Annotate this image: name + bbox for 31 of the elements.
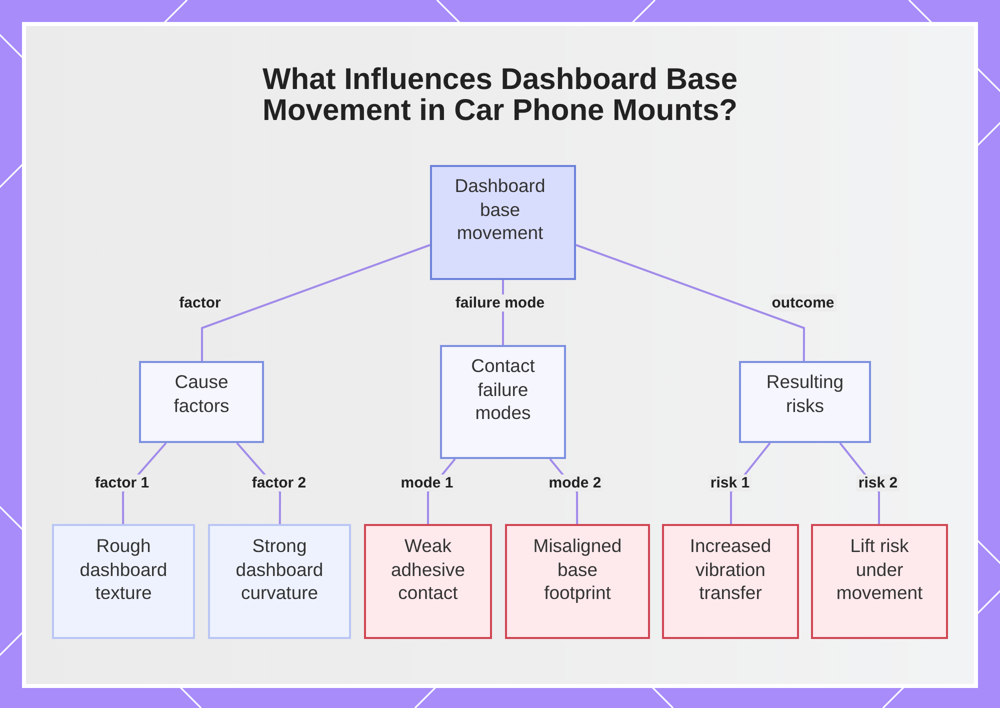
node-text: Strong dashboard curvature — [234, 534, 324, 604]
node-text: Misaligned base footprint — [532, 534, 623, 604]
node-text: Increased vibration transfer — [688, 534, 772, 604]
node-text: Contact failure modes — [470, 354, 536, 424]
node-text: Rough dashboard texture — [78, 534, 168, 604]
topic-box — [430, 165, 576, 280]
category-box — [139, 361, 264, 443]
connector-line — [201, 244, 430, 361]
title: What Influences Dashboard Base Movement in Car Phone Mounts? — [261, 64, 739, 126]
connector-line — [576, 244, 805, 361]
factor-box — [52, 524, 195, 639]
edge-label: outcome — [770, 294, 836, 312]
risk-box — [811, 524, 948, 639]
edge-label: risk 2 — [856, 474, 900, 492]
edge-label: mode 2 — [546, 474, 604, 492]
node-text: Dashboard base movement — [454, 174, 546, 244]
category-box — [440, 345, 566, 459]
edge-label: mode 1 — [398, 474, 456, 492]
risk-box — [662, 524, 799, 639]
risk-box — [505, 524, 650, 639]
edge-label: risk 1 — [708, 474, 752, 492]
node-text: Lift risk under movement — [835, 534, 924, 604]
node-text: Resulting risks — [765, 370, 845, 417]
risk-box — [364, 524, 492, 639]
edge-label: factor 2 — [250, 474, 308, 492]
edge-label: failure mode — [453, 294, 547, 312]
factor-box — [208, 524, 351, 639]
edge-label: factor 1 — [92, 474, 152, 492]
category-box — [739, 361, 871, 443]
node-text: Weak adhesive contact — [390, 534, 466, 604]
node-text: Cause factors — [172, 370, 230, 417]
